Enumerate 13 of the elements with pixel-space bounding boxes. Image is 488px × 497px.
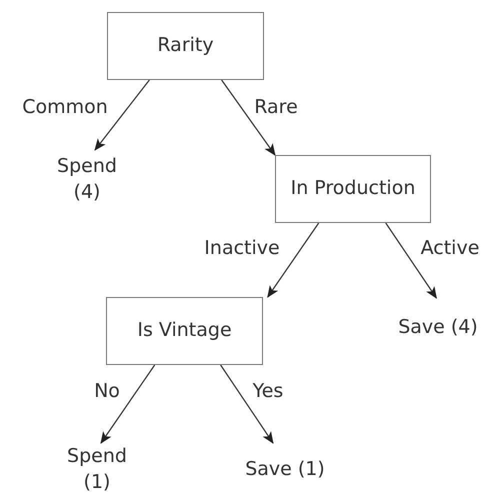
decision-box: Rarity [107,12,264,80]
decision-box: In Production [275,155,431,223]
arrow [221,80,276,156]
decision-box: Is Vintage [106,297,263,365]
outcome-label: Spend (4) [47,150,127,210]
arrow [94,80,150,151]
outcome-label: Save (1) [245,443,325,497]
outcome-label: Spend (1) [57,443,137,497]
arrow [100,364,156,444]
arrow [385,222,437,299]
outcome-label: Save (4) [398,298,478,358]
arrow [267,222,320,298]
arrow [220,364,274,444]
